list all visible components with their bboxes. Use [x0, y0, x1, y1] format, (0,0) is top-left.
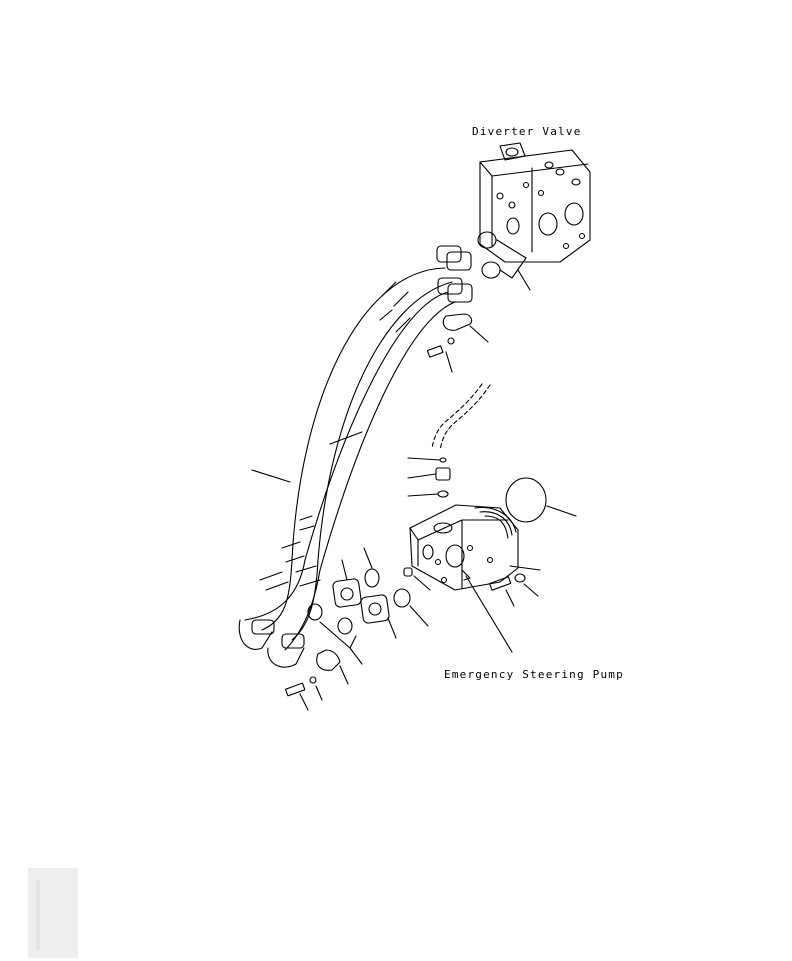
upper-split-flange	[426, 313, 489, 373]
pump-callout	[461, 569, 513, 653]
lower-hose-fittings	[238, 619, 305, 668]
emergency-steering-pump-label: Emergency Steering Pump	[444, 668, 624, 681]
diverter-valve	[479, 142, 591, 263]
elbow-fitting	[407, 457, 451, 498]
hose-upper	[261, 267, 453, 641]
scan-smudge	[28, 868, 78, 958]
hose-callout-leaders	[251, 431, 363, 483]
suction-line	[431, 383, 491, 451]
lower-flanges	[332, 559, 397, 639]
pump-mounting-bolt	[489, 565, 541, 607]
large-o-ring	[505, 477, 577, 523]
upper-hose-fittings	[436, 245, 473, 303]
valve-o-rings	[477, 231, 531, 291]
pump-plug	[403, 567, 431, 591]
diverter-valve-label: Diverter Valve	[472, 125, 582, 138]
lower-split-flange	[284, 649, 349, 711]
hose-sleeves	[259, 281, 411, 591]
emergency-steering-pump	[409, 504, 519, 591]
hose-lower	[244, 291, 456, 651]
lower-o-rings	[307, 547, 429, 665]
